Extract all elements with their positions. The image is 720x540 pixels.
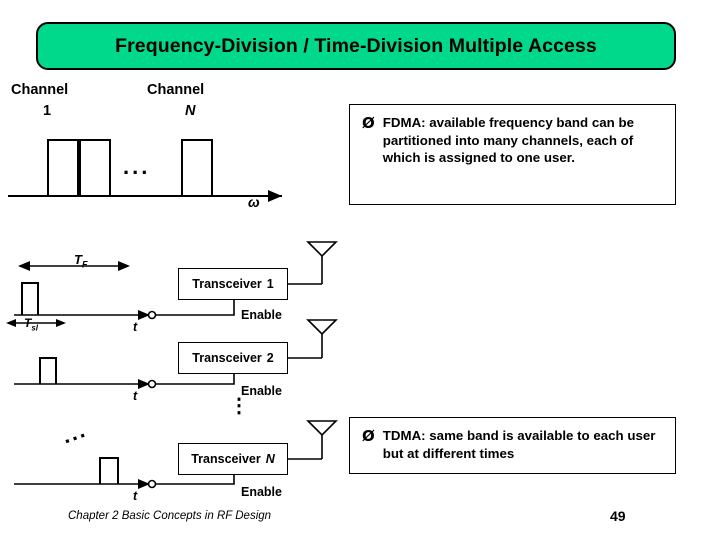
footer-source: Chapter 2 Basic Concepts in RF Design	[68, 510, 272, 522]
tdma-time-axis-label-3: t	[133, 489, 138, 503]
tdma-slot-arrow-left	[6, 319, 16, 327]
enable-wire-3	[156, 475, 235, 485]
transceiver-label-1: Transceiver	[192, 277, 262, 291]
fdma-channel-pulse-n	[181, 139, 213, 196]
enable-node-1	[147, 310, 157, 320]
transceiver-box-2: Transceiver 2	[178, 342, 288, 374]
enable-wire-2	[156, 374, 235, 385]
tdma-frame-arrow-right	[118, 261, 130, 271]
enable-node-3	[147, 479, 157, 489]
tdma-ellipsis-diagonal: ...	[58, 416, 90, 449]
fdma-ellipsis: ...	[123, 154, 151, 179]
tdma-time-axis-label-2: t	[133, 389, 138, 403]
transceiver-box-3: Transceiver N	[178, 443, 288, 475]
antenna-icon-1	[306, 241, 338, 258]
callout-tdma-text: TDMA: same band is available to each use…	[382, 428, 656, 461]
enable-label-2: Enable	[241, 384, 282, 398]
fdma-frequency-axis-label: ω	[248, 194, 260, 210]
transceiver-box-1: Transceiver 1	[178, 268, 288, 300]
tdma-slot-pulse-1	[21, 282, 39, 315]
antenna-icon-2	[306, 319, 338, 336]
tdma-time-arrow-3	[138, 479, 150, 489]
fdma-channel-pulse-1	[47, 139, 79, 196]
antenna-icon-3	[306, 420, 338, 437]
page-title: Frequency-Division / Time-Division Multi…	[115, 34, 597, 57]
tdma-time-arrow-1	[138, 310, 150, 320]
tdma-frame-period-label: TF	[74, 252, 88, 270]
tdma-time-arrow-2	[138, 379, 150, 389]
tdma-slot-period-label: Tsl	[24, 316, 39, 333]
tdma-frame-arrow-left	[18, 261, 30, 271]
bullet-arrow-icon: Ø	[362, 427, 375, 445]
tdma-slot-pulse-2	[39, 357, 57, 384]
enable-wire-1	[156, 300, 235, 316]
transceiver-index-2: 2	[266, 351, 274, 365]
fdma-channel-first-label: Channel	[11, 82, 69, 98]
tdma-time-axis-label-1: t	[133, 320, 138, 334]
enable-label-3: Enable	[241, 485, 282, 499]
fdma-channel-pulse-2	[79, 139, 111, 196]
bullet-arrow-icon: Ø	[362, 114, 375, 132]
fdma-axis-arrowhead	[268, 190, 282, 202]
transceiver-index-3: N	[265, 452, 275, 466]
fdma-channel-last-label: Channel	[147, 82, 205, 98]
transceiver-label-2: Transceiver	[192, 351, 262, 365]
slide-number: 49	[610, 508, 626, 524]
enable-label-1: Enable	[241, 308, 282, 322]
enable-node-2	[147, 379, 157, 389]
callout-fdma-text: FDMA: available frequency band can be pa…	[382, 115, 634, 166]
fdma-channel-last-index: N	[185, 103, 196, 119]
tdma-ellipsis-vertical: ⋮	[229, 395, 249, 417]
callout-fdma: Ø FDMA: available frequency band can be …	[349, 104, 676, 205]
tdma-slot-arrow-right	[56, 319, 66, 327]
transceiver-index-1: 1	[266, 277, 274, 291]
transceiver-label-3: Transceiver	[191, 452, 261, 466]
slide-title-banner: Frequency-Division / Time-Division Multi…	[36, 22, 676, 70]
callout-tdma: Ø TDMA: same band is available to each u…	[349, 417, 676, 474]
fdma-channel-first-index: 1	[43, 103, 52, 119]
tdma-slot-pulse-3	[99, 457, 119, 484]
